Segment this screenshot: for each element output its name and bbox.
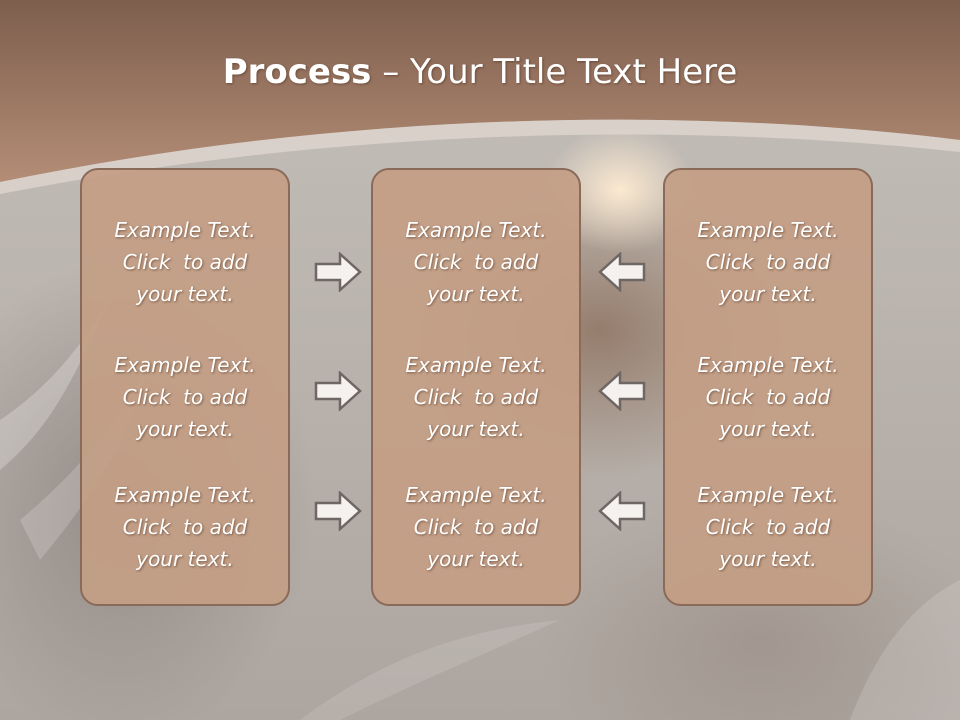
left-panel[interactable]: Example Text. Click to add your text. Ex… bbox=[80, 168, 290, 606]
text-block[interactable]: Example Text. Click to add your text. bbox=[373, 479, 579, 575]
middle-panel[interactable]: Example Text. Click to add your text. Ex… bbox=[371, 168, 581, 606]
text-line: Click to add bbox=[122, 385, 248, 409]
text-line: your text. bbox=[136, 282, 234, 306]
right-arrow-icon bbox=[314, 371, 362, 411]
title-rest: – Your Title Text Here bbox=[371, 52, 738, 92]
right-panel[interactable]: Example Text. Click to add your text. Ex… bbox=[663, 168, 873, 606]
text-line: Click to add bbox=[122, 515, 248, 539]
text-line: Click to add bbox=[705, 515, 831, 539]
slide-title[interactable]: Process – Your Title Text Here bbox=[0, 52, 960, 92]
text-line: Example Text. bbox=[697, 483, 839, 507]
right-arrow-icon bbox=[314, 252, 362, 292]
title-banner bbox=[0, 0, 960, 194]
text-line: Example Text. bbox=[697, 218, 839, 242]
text-block[interactable]: Example Text. Click to add your text. bbox=[82, 349, 288, 445]
text-line: Example Text. bbox=[114, 218, 256, 242]
left-arrow-icon bbox=[598, 491, 646, 531]
text-block[interactable]: Example Text. Click to add your text. bbox=[82, 214, 288, 310]
text-line: Example Text. bbox=[697, 353, 839, 377]
text-line: your text. bbox=[719, 282, 817, 306]
text-line: Example Text. bbox=[114, 483, 256, 507]
text-line: your text. bbox=[136, 417, 234, 441]
text-block[interactable]: Example Text. Click to add your text. bbox=[82, 479, 288, 575]
text-line: Click to add bbox=[413, 385, 539, 409]
left-arrow-icon bbox=[598, 252, 646, 292]
text-block[interactable]: Example Text. Click to add your text. bbox=[665, 479, 871, 575]
left-arrow-icon bbox=[598, 371, 646, 411]
text-line: Click to add bbox=[705, 250, 831, 274]
title-bold: Process bbox=[222, 52, 372, 92]
text-block[interactable]: Example Text. Click to add your text. bbox=[665, 349, 871, 445]
text-line: your text. bbox=[719, 417, 817, 441]
text-line: Example Text. bbox=[405, 353, 547, 377]
right-arrow-icon bbox=[314, 491, 362, 531]
text-block[interactable]: Example Text. Click to add your text. bbox=[373, 214, 579, 310]
text-line: your text. bbox=[427, 547, 525, 571]
text-line: your text. bbox=[427, 417, 525, 441]
text-line: your text. bbox=[136, 547, 234, 571]
text-line: Click to add bbox=[413, 250, 539, 274]
text-line: your text. bbox=[719, 547, 817, 571]
text-line: Example Text. bbox=[114, 353, 256, 377]
text-block[interactable]: Example Text. Click to add your text. bbox=[373, 349, 579, 445]
text-line: Click to add bbox=[705, 385, 831, 409]
text-line: Example Text. bbox=[405, 218, 547, 242]
text-block[interactable]: Example Text. Click to add your text. bbox=[665, 214, 871, 310]
text-line: Example Text. bbox=[405, 483, 547, 507]
text-line: Click to add bbox=[413, 515, 539, 539]
text-line: Click to add bbox=[122, 250, 248, 274]
text-line: your text. bbox=[427, 282, 525, 306]
